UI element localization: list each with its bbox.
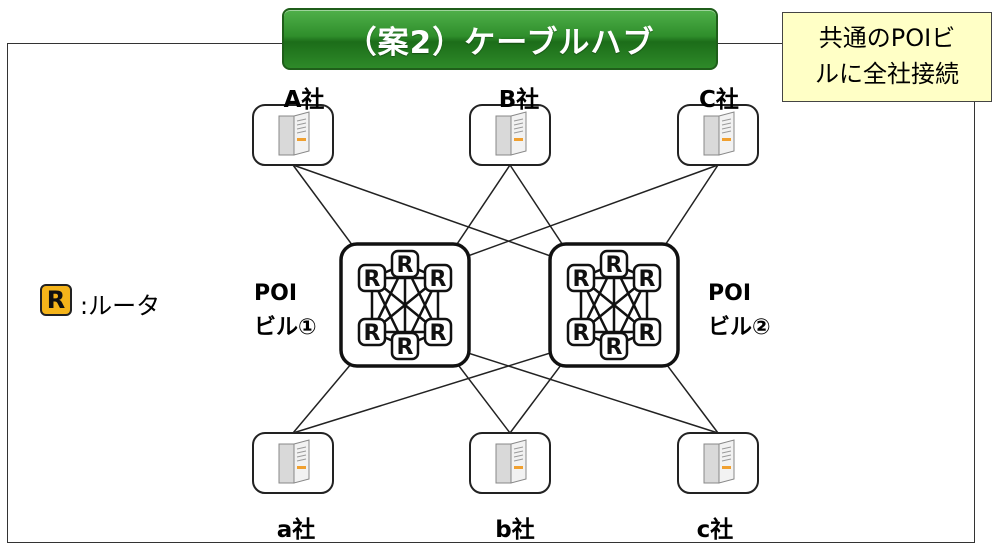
note-callout: 共通のPOIビ ルに全社接続 [782, 12, 992, 102]
link-bottom-2-poi-0 [442, 344, 719, 434]
router-icon: R [566, 263, 596, 293]
router-label: R [573, 321, 590, 346]
poi-building-2-label: POI ビル② [708, 277, 771, 345]
router-label: R [430, 321, 447, 346]
company-label-c-lower: c社 [696, 517, 734, 543]
link-bottom-0-poi-1 [292, 344, 577, 434]
server-icon [703, 111, 735, 156]
server-icons [252, 104, 759, 494]
router-label: R [639, 321, 656, 346]
server-company-c-lower [677, 432, 759, 494]
router-label: R [364, 267, 381, 292]
link-top-0-poi-1 [292, 164, 577, 266]
router-icon: R [390, 331, 420, 361]
server-icon [495, 439, 527, 484]
router-label: R [364, 321, 381, 346]
router-icon: R [566, 317, 596, 347]
router-icon: R [599, 249, 629, 279]
router-label: R [430, 267, 447, 292]
link-top-2-poi-0 [442, 164, 719, 266]
router-label: R [606, 253, 623, 278]
router-icon: R [357, 317, 387, 347]
server-company-b-lower [469, 432, 551, 494]
router-legend-icon: R [40, 284, 72, 316]
server-icon [278, 439, 310, 484]
router-icon: R [599, 331, 629, 361]
router-icon: R [632, 317, 662, 347]
poi-building-2-line2: ビル② [708, 315, 771, 340]
router-icon: R [357, 263, 387, 293]
router-label: R [397, 253, 414, 278]
server-icon [278, 111, 310, 156]
note-line-2: ルに全社接続 [815, 60, 959, 88]
server-icon [495, 111, 527, 156]
router-label: R [573, 267, 590, 292]
router-icon: R [423, 317, 453, 347]
router-icon: R [390, 249, 420, 279]
server-company-b-upper [469, 104, 551, 166]
page-title: （案2）ケーブルハブ [282, 8, 718, 70]
company-label-b-lower: b社 [495, 517, 535, 543]
company-label-a-lower: a社 [276, 517, 316, 543]
poi-building-1-line2: ビル① [254, 315, 317, 340]
server-company-a-upper [252, 104, 334, 166]
server-icon [703, 439, 735, 484]
poi-building-2-line1: POI [708, 281, 752, 306]
poi-building-1-line1: POI [254, 281, 298, 306]
router-icon: R [423, 263, 453, 293]
poi-building-1-label: POI ビル① [254, 277, 317, 345]
router-icon: R [632, 263, 662, 293]
server-company-c-upper [677, 104, 759, 166]
company-label-b-upper: B社 [498, 87, 540, 113]
router-label: R [397, 335, 414, 360]
router-label: R [606, 335, 623, 360]
server-company-a-lower [252, 432, 334, 494]
company-label-a-upper: A社 [283, 87, 325, 113]
note-line-1: 共通のPOIビ [818, 24, 956, 52]
router-label: R [639, 267, 656, 292]
company-label-c-upper: C社 [699, 87, 739, 113]
router-legend-label: :ルータ [80, 292, 161, 320]
